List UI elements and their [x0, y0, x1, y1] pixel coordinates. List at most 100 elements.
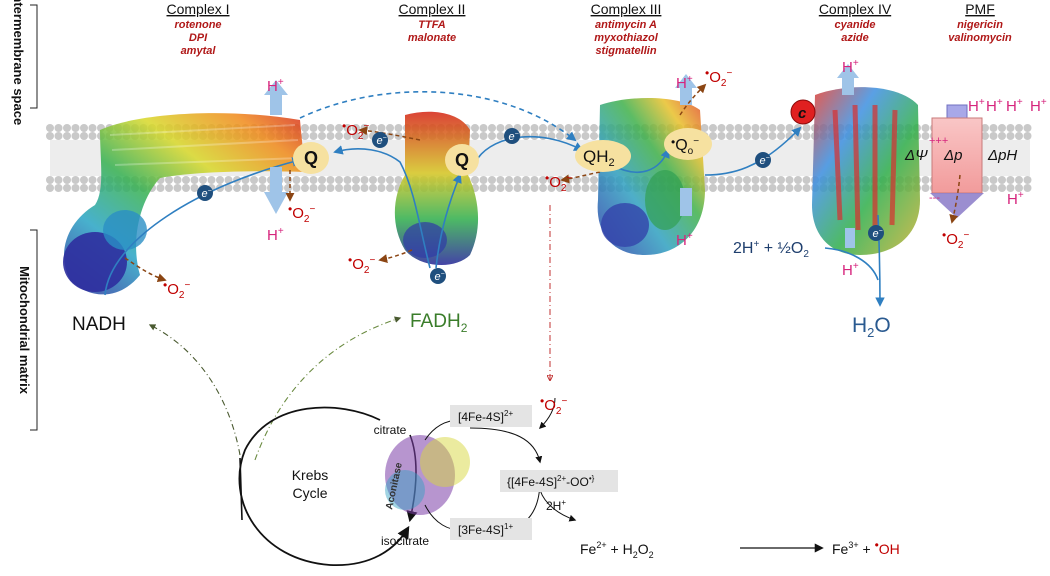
lipid-head — [726, 124, 734, 132]
lipid-head — [301, 124, 309, 132]
lipid-head — [530, 124, 539, 132]
lipid-head — [80, 176, 88, 184]
superoxide-complex-i-matrix: •O2− — [163, 278, 190, 301]
lipid-head — [794, 176, 802, 184]
lipid-head — [777, 132, 785, 140]
lipid-head — [989, 132, 998, 140]
cluster-4fe-box — [450, 405, 532, 427]
lipid-head — [343, 176, 352, 184]
lipid-head — [309, 124, 318, 132]
lipid-head — [709, 176, 717, 184]
lipid-head — [182, 184, 190, 192]
complex-iv-structure — [812, 87, 920, 256]
lipid-head — [998, 176, 1006, 184]
lipid-head — [488, 176, 496, 184]
lipid-head — [1015, 184, 1023, 192]
lipid-head — [165, 184, 173, 192]
lipid-head — [369, 176, 377, 184]
lipid-head — [496, 176, 505, 184]
lipid-head — [581, 124, 590, 132]
lipid-head — [488, 124, 496, 132]
lipid-head — [71, 124, 80, 132]
qo-badge — [664, 128, 712, 160]
electron-marker: e− — [430, 268, 446, 284]
lipid-head — [71, 176, 80, 184]
pmf-gradient — [930, 104, 984, 218]
cytochrome-c-label: c — [798, 105, 807, 122]
hplus-pmf-1: H+ — [968, 97, 985, 115]
lipid-head — [768, 176, 777, 184]
lipid-head — [54, 124, 63, 132]
lipid-head — [165, 176, 173, 184]
qo-label: •Qo− — [671, 135, 699, 157]
lipid-head — [479, 176, 488, 184]
lipid-head — [488, 132, 496, 140]
hplus-complex-i-top: H+ — [267, 77, 284, 95]
lipid-head — [284, 176, 292, 184]
lipid-head — [785, 176, 794, 184]
q-complex-i: Q — [304, 148, 318, 168]
lipid-head — [581, 176, 590, 184]
lipid-head — [369, 184, 377, 192]
lipid-head — [760, 176, 768, 184]
lipid-head — [301, 184, 309, 192]
lipid-head — [335, 132, 343, 140]
lipid-head — [292, 176, 301, 184]
lipid-head — [802, 184, 811, 192]
cytochrome-c-badge — [790, 99, 816, 125]
hplus-complex-iv-bottom: H+ — [842, 261, 859, 279]
lipid-head — [539, 184, 547, 192]
lipid-head — [46, 184, 54, 192]
lipid-head — [717, 184, 726, 192]
hplus-complex-iii-bottom: H+ — [676, 231, 693, 249]
lipid-head — [726, 176, 734, 184]
lipid-head — [751, 124, 760, 132]
complex-title: Complex III — [591, 1, 662, 17]
complex-title: PMF — [965, 1, 995, 17]
lipid-head — [751, 176, 760, 184]
lipid-head — [292, 184, 301, 192]
lipid-head — [743, 124, 751, 132]
lipid-head — [369, 124, 377, 132]
superoxide-complex-iii-top: •O2− — [705, 66, 732, 89]
lipid-head — [80, 184, 88, 192]
inhibitor-label: nigericin — [957, 19, 1003, 31]
lipid-head — [182, 176, 190, 184]
lipid-head — [326, 184, 335, 192]
lipid-head — [471, 132, 479, 140]
hplus-pmf-3: H+ — [1006, 97, 1023, 115]
lipid-head — [88, 124, 97, 132]
lipid-head — [63, 176, 71, 184]
inhibitor-label: antimycin A — [595, 19, 657, 31]
lipid-head — [522, 124, 530, 132]
lipid-head — [479, 184, 488, 192]
lipid-head — [394, 176, 403, 184]
lipid-head — [335, 124, 343, 132]
electron-marker: e− — [504, 128, 520, 144]
lipid-head — [573, 176, 581, 184]
lipid-head — [190, 176, 199, 184]
electron-marker: e− — [868, 225, 884, 241]
lipid-head — [326, 124, 335, 132]
lipid-head — [785, 124, 794, 132]
lipid-head — [522, 184, 530, 192]
lipid-head — [709, 124, 717, 132]
lipid-head — [224, 184, 233, 192]
complex-title: Complex II — [399, 1, 466, 17]
lipid-head — [734, 124, 743, 132]
lipid-head — [71, 184, 80, 192]
oxygen-reaction: 2H+ + ½O2 — [733, 239, 809, 260]
lipid-head — [573, 184, 581, 192]
hplus-complex-i-bottom: H+ — [267, 226, 284, 244]
krebs-title-2: Cycle — [292, 485, 327, 501]
lipid-head — [726, 132, 734, 140]
lipid-head — [556, 132, 564, 140]
intermembrane-label: Intermembrane space — [11, 0, 26, 125]
lipid-head — [309, 132, 318, 140]
inhibitor-label: amytal — [181, 45, 217, 57]
cluster-4fe: [4Fe-4S]2+ — [458, 409, 513, 424]
lipid-head — [513, 176, 522, 184]
electron-marker: e− — [372, 132, 388, 148]
water-label: H2O — [852, 314, 891, 340]
lipid-head — [360, 176, 369, 184]
